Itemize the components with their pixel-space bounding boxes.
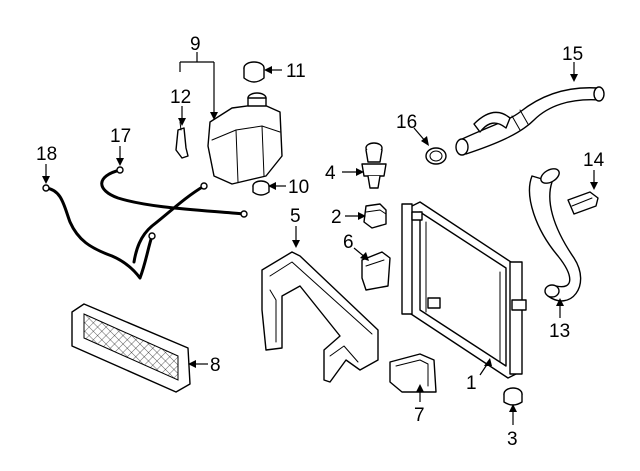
radiator-support-part xyxy=(261,251,379,383)
callout-17: 17 xyxy=(110,126,131,147)
overflow-hose-part xyxy=(42,184,156,280)
callout-labels: 1 2 3 4 5 6 7 8 9 10 11 12 13 14 15 16 1… xyxy=(36,34,605,450)
connector-clip-part xyxy=(361,142,387,189)
leader-lines xyxy=(42,52,598,425)
grille-part xyxy=(71,303,191,393)
callout-1: 1 xyxy=(466,373,477,394)
callout-14: 14 xyxy=(583,150,605,171)
vent-hose-part xyxy=(100,166,248,264)
callout-4: 4 xyxy=(325,163,336,184)
callout-3: 3 xyxy=(507,429,518,450)
callout-18: 18 xyxy=(36,144,57,165)
hose-clamp-16-part xyxy=(425,147,447,165)
filler-cap-part xyxy=(243,61,265,83)
callout-15: 15 xyxy=(562,44,583,65)
deflector-part xyxy=(389,353,437,393)
callout-10: 10 xyxy=(288,177,309,198)
callout-7: 7 xyxy=(414,405,425,426)
upper-hose-part xyxy=(455,86,605,156)
lower-hose-part xyxy=(528,168,582,302)
callout-5: 5 xyxy=(290,206,301,227)
drain-plug-part xyxy=(503,387,523,406)
hose-clamp-14-part xyxy=(567,191,599,215)
callout-13: 13 xyxy=(549,321,570,342)
radiator-part xyxy=(401,201,527,379)
level-sensor-part xyxy=(175,121,189,159)
callout-6: 6 xyxy=(343,232,354,253)
callout-16: 16 xyxy=(396,112,417,133)
callout-8: 8 xyxy=(210,355,221,376)
tank-cap-small-part xyxy=(252,180,270,196)
callout-12: 12 xyxy=(170,87,191,108)
bracket-6-part xyxy=(361,251,391,291)
mount-bushing-part xyxy=(363,203,387,229)
callout-2: 2 xyxy=(331,207,342,228)
callout-11: 11 xyxy=(286,61,306,82)
expansion-tank-part xyxy=(207,92,283,185)
callout-9: 9 xyxy=(190,34,201,55)
